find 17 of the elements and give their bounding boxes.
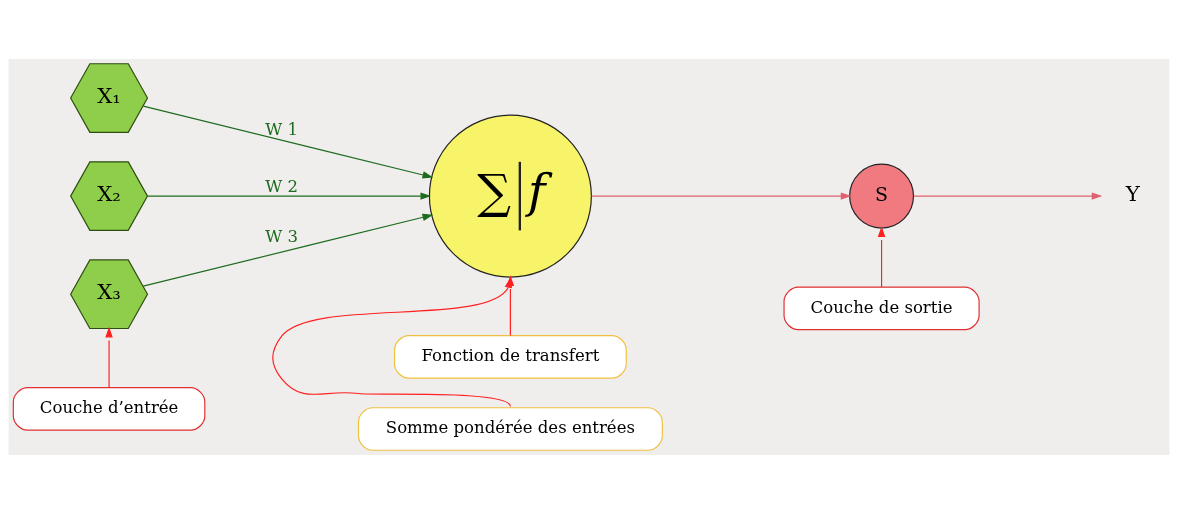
node-circle: ∑ f — [428, 114, 592, 278]
edge-label: W 2 — [265, 176, 299, 196]
node-box: Fonction de transfert — [393, 334, 627, 379]
arrow — [105, 326, 113, 388]
node-box: Couche d’entrée — [12, 386, 206, 431]
edge-label: W 3 — [265, 226, 299, 246]
node-box: Couche de sortie — [783, 286, 980, 330]
edge-label: W 1 — [265, 119, 299, 139]
node-text: Y — [1125, 180, 1140, 206]
arrow — [147, 191, 432, 200]
arrow — [913, 191, 1103, 200]
arrow — [142, 213, 434, 287]
arrow — [877, 225, 886, 288]
arrow — [142, 105, 434, 178]
arrow — [591, 191, 852, 200]
node-circle: S — [849, 163, 915, 229]
node-box: Somme pondérée des entrées — [357, 406, 663, 451]
